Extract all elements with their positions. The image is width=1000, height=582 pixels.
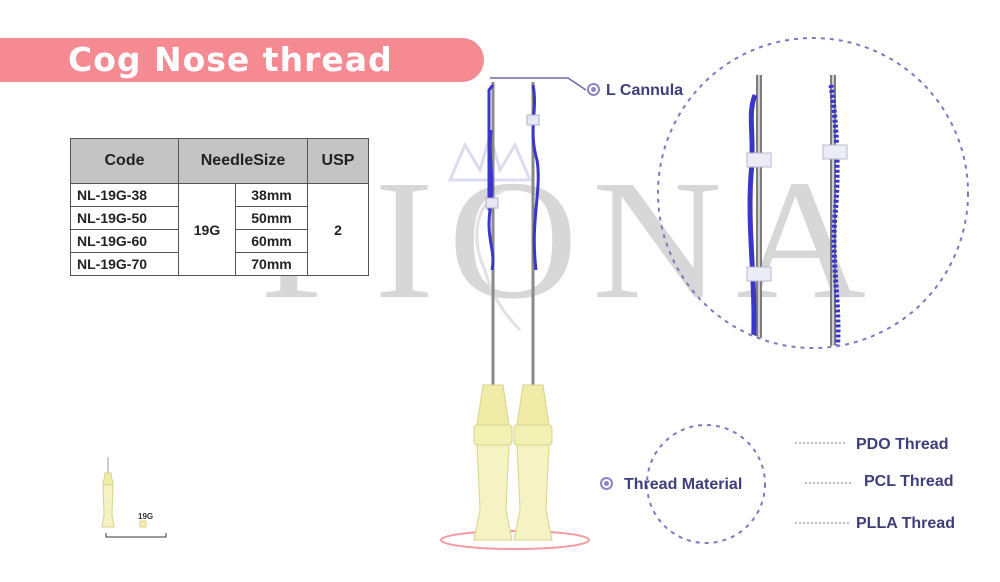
cell-code: NL-19G-70 [70, 252, 179, 276]
material-plla: PLLA Thread [856, 515, 955, 532]
material-pdo: PDO Thread [856, 436, 949, 453]
left-hub-body [473, 444, 513, 541]
cannula-illustration [440, 82, 590, 550]
cell-gauge: 19G [178, 183, 236, 276]
thread-material-circle [646, 424, 766, 544]
scale-reference [101, 457, 167, 538]
material-leader-lines [795, 442, 853, 524]
cell-length: 50mm [235, 206, 308, 230]
cell-code: NL-19G-38 [70, 183, 179, 207]
scale-label: 19G [138, 512, 154, 521]
header-needle-size: NeedleSize [178, 138, 308, 184]
cell-usp: 2 [307, 183, 369, 276]
cannula-leader-line [490, 77, 587, 91]
title-banner [0, 38, 484, 82]
table-row: NL-19G-70 70mm [70, 252, 369, 276]
table-row: NL-19G-38 19G 38mm 2 [70, 183, 369, 276]
table-row: NL-19G-60 60mm [70, 229, 369, 253]
cannula-label: L Cannula [606, 82, 684, 99]
cannula-bullet-icon [587, 83, 600, 96]
left-hub-cone [476, 384, 510, 426]
material-pcl: PCL Thread [864, 473, 954, 490]
left-clip [485, 197, 499, 209]
cell-length: 38mm [235, 183, 308, 207]
left-thread [487, 84, 495, 210]
right-clip [526, 114, 540, 126]
thread-material-bullet-icon [600, 477, 613, 490]
right-hub-cone [516, 384, 550, 426]
page-title: Cog Nose thread [68, 40, 393, 79]
base-ring [440, 530, 590, 550]
spec-table: Code NeedleSize USP NL-19G-38 19G 38mm 2… [70, 138, 369, 276]
table-row: NL-19G-50 50mm [70, 206, 369, 230]
cell-code: NL-19G-60 [70, 229, 179, 253]
left-hub-collar [473, 424, 513, 446]
header-code: Code [70, 138, 179, 184]
cell-length: 70mm [235, 252, 308, 276]
right-hub-body [513, 444, 553, 541]
cell-length: 60mm [235, 229, 308, 253]
right-thread [531, 84, 540, 271]
header-usp: USP [307, 138, 369, 184]
thread-material-label: Thread Material [624, 476, 743, 493]
right-hub-collar [513, 424, 553, 446]
cell-code: NL-19G-50 [70, 206, 179, 230]
zoom-detail-circle [657, 37, 969, 349]
